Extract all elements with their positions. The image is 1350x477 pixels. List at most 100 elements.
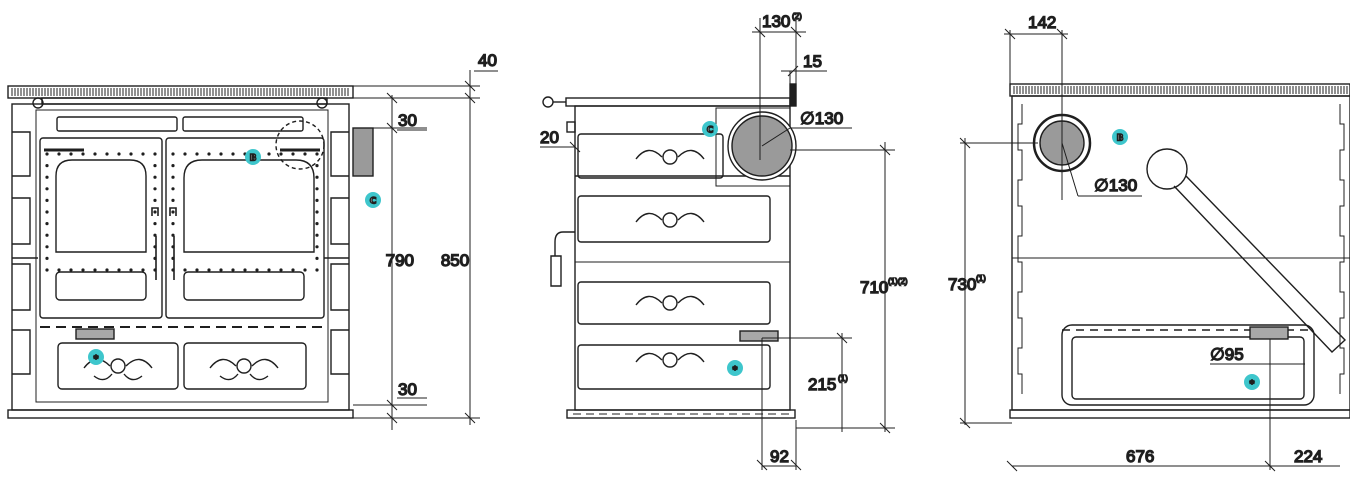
side-dim-inlet-height-note: (1) <box>838 374 848 383</box>
rivet <box>129 152 133 156</box>
rear-badge-b <box>1112 129 1128 145</box>
rivet <box>207 152 211 156</box>
rear-firebox-inner <box>1071 336 1305 400</box>
side-water-inlet <box>739 330 779 342</box>
side-view: C * 130 (2) 15 ∅130 <box>539 11 909 471</box>
rivet <box>315 268 319 272</box>
rivet <box>279 268 283 272</box>
side-base <box>566 409 796 419</box>
front-door-window-left <box>55 159 147 253</box>
rivet <box>315 175 319 179</box>
front-dim-top-offset: 40 <box>478 51 497 70</box>
rivet <box>315 222 319 226</box>
rivet <box>171 187 175 191</box>
rear-top-plate-hatching <box>1013 86 1348 94</box>
rivet <box>45 187 49 191</box>
rear-dim-flue-diameter: ∅130 <box>1094 176 1137 195</box>
rivet <box>171 222 175 226</box>
rear-wavy-edge-right <box>1339 104 1345 394</box>
side-hinge <box>566 121 576 133</box>
rear-dimension-lines <box>959 28 1340 472</box>
side-panel-3 <box>577 281 771 325</box>
rivet <box>315 152 319 156</box>
rear-dim-pipe-diameter: ∅95 <box>1210 345 1244 364</box>
front-door-left <box>39 137 163 319</box>
side-dim-flue-height: 710 <box>860 278 888 297</box>
rivet <box>279 152 283 156</box>
rivet <box>141 152 145 156</box>
rivet <box>315 198 319 202</box>
rivet <box>315 210 319 214</box>
rivet <box>171 175 175 179</box>
rivet <box>45 268 49 272</box>
front-door-rivets <box>45 152 319 272</box>
side-dim-top-gap: 20 <box>540 128 559 147</box>
front-door-vent-left <box>55 271 147 301</box>
rivet <box>45 152 49 156</box>
front-badge-c <box>365 192 381 208</box>
rivet <box>231 152 235 156</box>
front-badge-star <box>88 349 104 365</box>
rivet <box>153 187 157 191</box>
rivet <box>153 222 157 226</box>
rivet <box>117 152 121 156</box>
rivet <box>153 233 157 237</box>
front-badge-c-label: C <box>370 197 377 207</box>
side-panel-1 <box>577 133 724 179</box>
rivet <box>303 152 307 156</box>
rivet <box>45 222 49 226</box>
front-door-window-right <box>183 159 315 253</box>
rear-dim-flue-height: 730 <box>948 275 976 294</box>
rivet <box>45 245 49 249</box>
rear-badge-b-label: B <box>1117 134 1124 144</box>
side-rail-knob <box>542 96 554 108</box>
rivet <box>183 268 187 272</box>
rivet <box>183 152 187 156</box>
side-panel-2 <box>577 195 771 243</box>
rear-view: B * 142 730 (1) ∅130 ∅95 676 224 <box>947 12 1350 472</box>
rivet <box>171 233 175 237</box>
rivet <box>105 268 109 272</box>
front-inner-frame <box>35 109 329 403</box>
rivet <box>315 256 319 260</box>
rivet <box>207 268 211 272</box>
rear-dim-side-offset: 224 <box>1294 447 1322 466</box>
rivet <box>153 210 157 214</box>
rivet <box>45 256 49 260</box>
front-door-vent-right <box>183 271 305 301</box>
front-badge-star-label: * <box>94 355 99 365</box>
rear-water-inlet <box>1249 326 1289 340</box>
rivet <box>81 268 85 272</box>
rivet <box>141 268 145 272</box>
rivet <box>105 152 109 156</box>
rivet <box>45 198 49 202</box>
side-dim-inlet-depth: 92 <box>770 447 789 466</box>
side-dim-flue-height-note: (1)(2) <box>888 277 908 286</box>
side-badge-star <box>727 360 743 376</box>
rivet <box>219 268 223 272</box>
rear-badge-star <box>1244 374 1260 390</box>
rivet <box>171 198 175 202</box>
rivet <box>45 233 49 237</box>
front-drawer-left <box>57 342 179 390</box>
front-rail <box>41 97 328 105</box>
front-dim-bottom-gap: 30 <box>398 380 417 399</box>
rivet <box>171 210 175 214</box>
rear-badge-star-label: * <box>1250 380 1255 390</box>
front-view: B C * 40 30 790 850 30 <box>7 50 498 430</box>
rivet <box>231 268 235 272</box>
rivet <box>93 152 97 156</box>
rivet <box>255 268 259 272</box>
side-rail <box>565 97 791 107</box>
rear-pipe-rod <box>1173 175 1347 353</box>
side-dim-inlet-height: 215 <box>808 375 836 394</box>
front-top-plate-hatching <box>11 88 349 96</box>
front-door-right <box>165 137 325 319</box>
front-rail-knob-right <box>316 97 328 109</box>
rivet <box>117 268 121 272</box>
rivet <box>153 164 157 168</box>
rivet <box>195 152 199 156</box>
rivet <box>267 268 271 272</box>
